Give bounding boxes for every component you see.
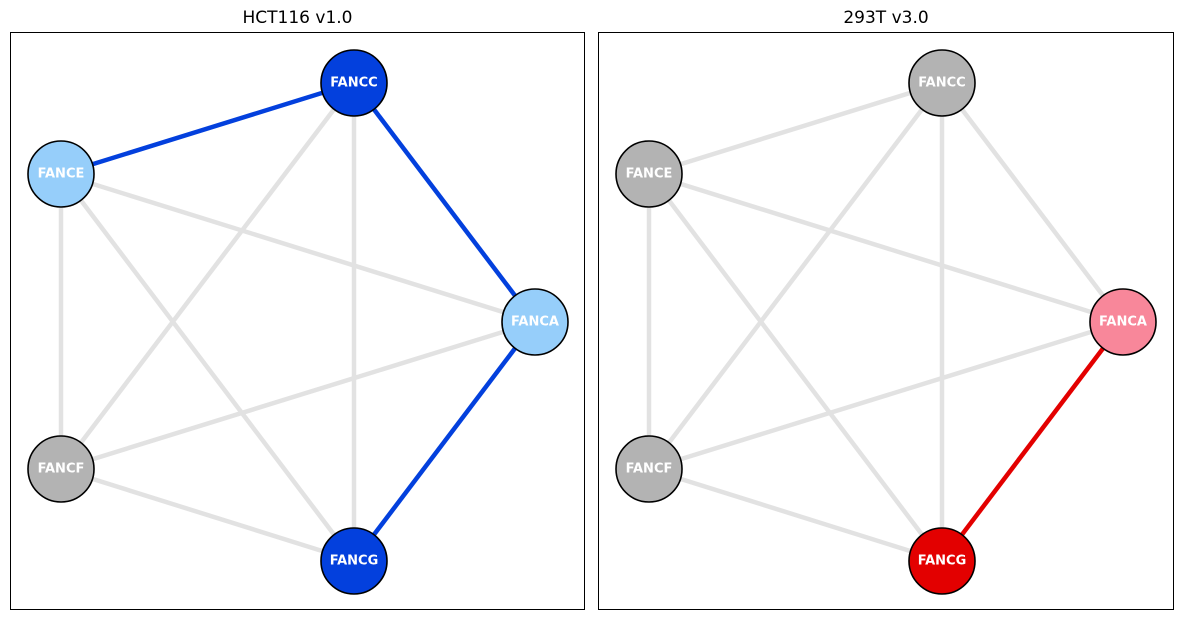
edge-fancc-fanca bbox=[940, 81, 1125, 324]
edge-fancf-fanca bbox=[60, 319, 536, 472]
node-fancc: FANCC bbox=[320, 49, 388, 117]
node-label: FANCF bbox=[626, 462, 673, 477]
network-graph: FANCC FANCE FANCA FANCF FANCG bbox=[615, 49, 1157, 595]
panel-title: 293T v3.0 bbox=[843, 8, 929, 28]
node-circle bbox=[615, 435, 683, 503]
node-fanca: FANCA bbox=[501, 288, 569, 356]
network-panel-hct116: HCT116 v1.0 FANCC FANCE FANCA FANCF FANCG bbox=[10, 0, 585, 620]
node-label: FANCA bbox=[1099, 315, 1147, 330]
node-circle bbox=[908, 527, 976, 595]
plot-frame: FANCC FANCE FANCA FANCF FANCG bbox=[10, 32, 585, 610]
edge-fancc-fancf bbox=[647, 81, 944, 471]
node-label: FANCC bbox=[330, 76, 377, 91]
node-label: FANCG bbox=[330, 554, 379, 569]
node-circle bbox=[320, 49, 388, 117]
node-circle bbox=[27, 435, 95, 503]
node-circle bbox=[615, 140, 683, 208]
edge-fanca-fancg bbox=[940, 320, 1125, 563]
node-label: FANCC bbox=[918, 76, 965, 91]
panel-title: HCT116 v1.0 bbox=[242, 8, 353, 28]
node-fance: FANCE bbox=[27, 140, 95, 208]
node-circle bbox=[501, 288, 569, 356]
node-label: FANCG bbox=[918, 554, 967, 569]
edge-fance-fancc bbox=[648, 80, 943, 177]
node-label: FANCA bbox=[511, 315, 559, 330]
network-panel-293t: 293T v3.0 FANCC FANCE FANCA FANCF FANCG bbox=[598, 0, 1174, 620]
edge-fancf-fancg bbox=[648, 466, 943, 564]
node-label: FANCE bbox=[626, 167, 673, 182]
node-label: FANCE bbox=[38, 167, 85, 182]
node-circle bbox=[1089, 288, 1157, 356]
edge-fance-fanca bbox=[60, 171, 536, 325]
node-circle bbox=[908, 49, 976, 117]
edge-fance-fancg bbox=[59, 172, 356, 563]
node-fancg: FANCG bbox=[320, 527, 388, 595]
edge-fancf-fanca bbox=[648, 319, 1124, 472]
node-circle bbox=[27, 140, 95, 208]
edge-fance-fancg bbox=[647, 172, 944, 563]
edge-fanca-fancg bbox=[352, 320, 537, 563]
edge-fancc-fancf bbox=[59, 81, 356, 471]
edge-fance-fanca bbox=[648, 171, 1124, 325]
node-label: FANCF bbox=[38, 462, 85, 477]
edge-fancc-fanca bbox=[352, 81, 537, 324]
network-graph: FANCC FANCE FANCA FANCF FANCG bbox=[27, 49, 569, 595]
node-fancf: FANCF bbox=[27, 435, 95, 503]
node-fanca: FANCA bbox=[1089, 288, 1157, 356]
edge-fancf-fancg bbox=[60, 466, 355, 564]
node-fancc: FANCC bbox=[908, 49, 976, 117]
edge-fance-fancc bbox=[60, 80, 355, 177]
node-fancf: FANCF bbox=[615, 435, 683, 503]
node-fancg: FANCG bbox=[908, 527, 976, 595]
node-circle bbox=[320, 527, 388, 595]
node-fance: FANCE bbox=[615, 140, 683, 208]
plot-frame: FANCC FANCE FANCA FANCF FANCG bbox=[598, 32, 1174, 610]
